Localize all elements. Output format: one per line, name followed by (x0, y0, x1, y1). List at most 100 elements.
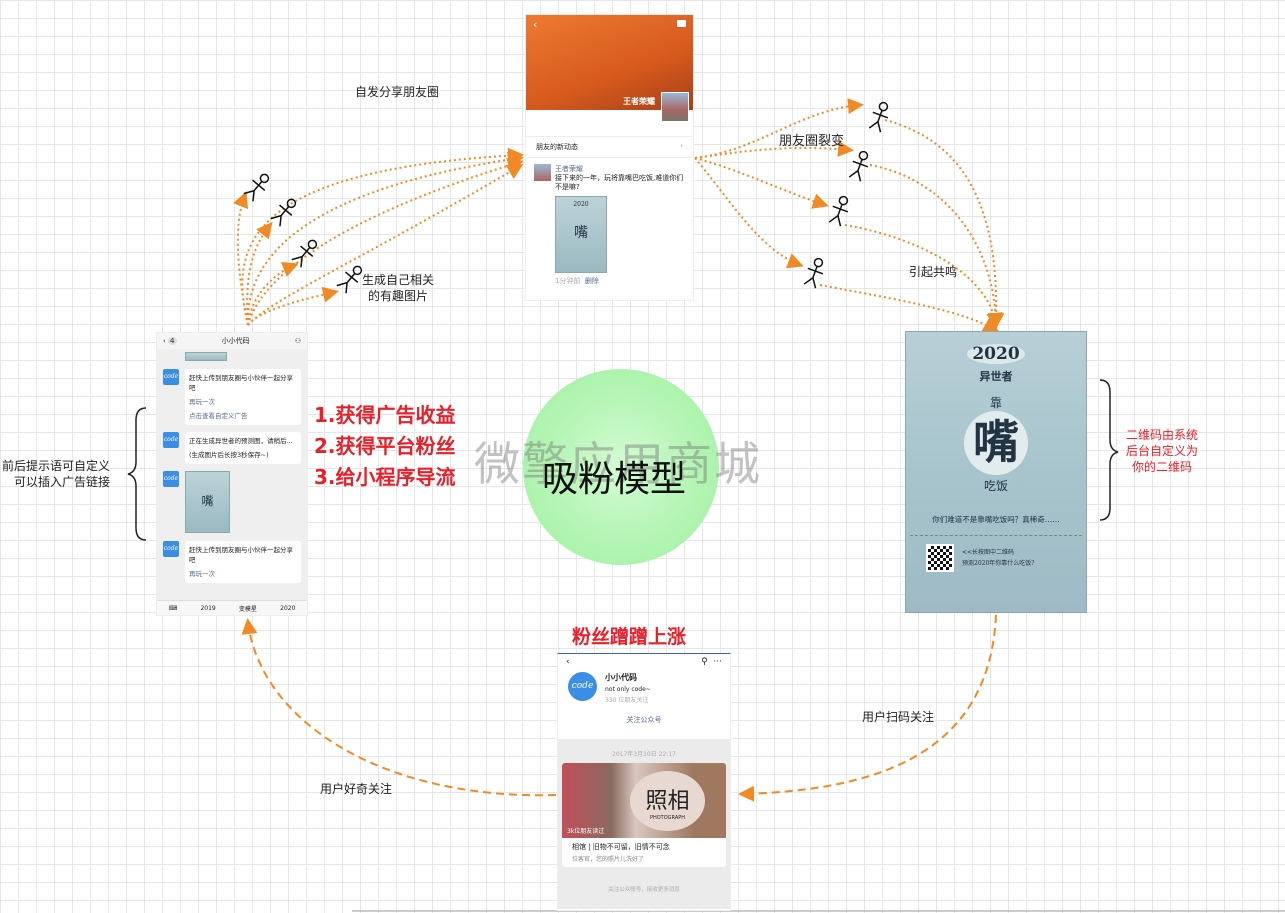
chat-message: 赶快上传到朋友圈与小伙伴一起分享吧再玩一次 (185, 541, 301, 583)
post-time: 1分钟前 (555, 277, 581, 285)
follow-button[interactable]: 关注公众号 (626, 716, 662, 724)
chat-screenshot: ‹ 4 小小代码 ⚇ code 赶快上传到朋友圈与小伙伴一起分享吧再玩一次点击查… (156, 332, 308, 616)
label-tips: 前后提示语可自定义 可以插入广告链接 (2, 459, 111, 489)
arrow-up-4 (247, 286, 339, 326)
stick-figure (828, 195, 849, 227)
arrow-fission-4 (694, 157, 804, 269)
label-growth: 粉丝蹭蹭上涨 (572, 626, 687, 648)
poster-main-char: 嘴 (964, 411, 1028, 475)
delete-link[interactable]: 删除 (584, 277, 599, 285)
profile-icon[interactable]: ⚇ (294, 337, 301, 345)
chat-image-partial (185, 352, 227, 361)
back-button[interactable]: ‹ 4 (163, 337, 177, 345)
arrow-scan (738, 614, 997, 802)
article-title: 相馆 | 旧物不可留，旧情不可念 (572, 843, 670, 851)
poster-bottom-text: 吃饭 (983, 479, 1008, 493)
back-icon[interactable]: ‹ (566, 657, 570, 667)
stick-figure (243, 173, 270, 202)
ad-link[interactable]: 点击查看自定义广告 (189, 412, 248, 420)
stick-figure (336, 265, 363, 294)
arrow-resonance-4 (819, 284, 1000, 332)
label-qrcode: 二维码由系统 后台自定义为 你的二维码 (1126, 428, 1199, 474)
watermark: 微擎应用商城 (474, 437, 762, 491)
chat-message: 正在生成异世者的预测图，请稍后... (生成图片后长按3秒保存~) (185, 432, 301, 464)
message-date: 2017年3月10日 22:17 (612, 751, 676, 758)
post-image-year: 2020 (573, 201, 589, 208)
message-text: 赶快上传到朋友圈与小伙伴一起分享吧 (189, 374, 293, 392)
stick-figure (868, 101, 889, 133)
label-scan: 用户扫码关注 (862, 710, 935, 724)
account-footer: 关注公众账号，接收更多消息 (608, 887, 680, 893)
arrow-resonance-3 (844, 224, 1003, 329)
benefit-item: 1.获得广告收益 (314, 403, 456, 427)
poster-line: 你们难道不是靠嘴吃饭吗？真稀奇…… (932, 515, 1060, 524)
qr-code (926, 544, 954, 572)
poster-subtitle: 异世者 (979, 370, 1013, 383)
menu-tab[interactable]: 变模星 (238, 605, 257, 613)
account-followers: 330 位朋友关注 (605, 697, 649, 704)
more-icon[interactable]: ··· (713, 657, 722, 667)
bot-avatar: code (163, 471, 179, 487)
arrow-fission-3 (694, 157, 829, 209)
keyboard-icon[interactable]: ⌨ (168, 604, 178, 612)
arrow-fission-1 (694, 98, 864, 159)
stick-figure (803, 257, 824, 289)
back-icon[interactable]: ‹ (533, 18, 538, 31)
camera-icon[interactable] (677, 20, 686, 27)
sign-text-en: PHOTOGRAPH (649, 815, 686, 821)
benefits-list: 1.获得广告收益 2.获得平台粉丝 3.给小程序导流 (314, 400, 456, 493)
label-fission: 朋友圈裂变 (779, 134, 845, 149)
arrow-up-1 (233, 191, 249, 326)
chat-image[interactable]: 嘴 (185, 471, 230, 533)
poster-image: 2020 异世者 靠 嘴 吃饭 你们难道不是靠嘴吃饭吗？真稀奇…… <<长按图中… (905, 331, 1087, 613)
message-text: 正在生成异世者的预测图，请稍后... (189, 437, 293, 445)
qr-text-1: <<长按图中二维码 (962, 549, 1015, 556)
message-note: (生成图片后长按3秒保存~) (189, 451, 269, 459)
poster-year: 2020 (967, 344, 1025, 364)
stick-figure (291, 239, 318, 268)
menu-tab[interactable]: 2020 (280, 604, 296, 612)
center-circle (523, 369, 719, 565)
label-generate: 生成自己相关 的有趣图片 (362, 273, 435, 303)
article-subtitle: 位客官，您的照片儿洗好了 (572, 856, 645, 863)
arrow-resonance-1 (884, 119, 1005, 329)
replay-link[interactable]: 再玩一次 (189, 570, 215, 578)
moments-screenshot: ‹ 王者荣耀 朋友的新动态› 王者荣耀 接下来的一年，玩将靠嘴巴吃饭,难道你们不… (525, 14, 694, 301)
right-brace (1099, 379, 1119, 521)
chat-title: 小小代码 (221, 337, 250, 345)
replay-link[interactable]: 再玩一次 (189, 398, 215, 406)
arrow-fission-2 (694, 141, 854, 159)
benefit-item: 3.给小程序导流 (314, 465, 456, 489)
sign-text: 照相 (645, 789, 690, 814)
label-curious: 用户好奇关注 (320, 782, 393, 796)
arrow-curious (241, 618, 557, 797)
menu-tab[interactable]: 2019 (200, 604, 216, 612)
unread-badge: 4 (168, 337, 177, 345)
bot-avatar: code (163, 432, 179, 448)
stick-figure (270, 198, 297, 227)
stick-figure (848, 150, 869, 182)
arrow-resonance-2 (869, 164, 1004, 329)
message-text: 赶快上传到朋友圈与小伙伴一起分享吧 (189, 546, 293, 564)
post-avatar (534, 164, 551, 181)
center-title: 吸粉模型 (542, 459, 687, 500)
chevron-right-icon: › (680, 142, 683, 150)
read-count: 3k位朋友读过 (567, 828, 605, 835)
friends-updates[interactable]: 朋友的新动态 (536, 143, 578, 151)
moments-cover: ‹ 王者荣耀 (526, 15, 693, 122)
arrow-share-2 (246, 151, 524, 326)
account-avatar: code (568, 672, 597, 701)
post-author[interactable]: 王者荣耀 (555, 165, 583, 173)
account-name: 小小代码 (605, 673, 637, 682)
stick-figures (243, 101, 889, 294)
account-desc: not only code~ (605, 686, 651, 693)
label-resonance: 引起共鸣 (909, 265, 958, 279)
moments-user: 王者荣耀 (623, 97, 655, 106)
search-icon[interactable]: ⚲ (701, 657, 708, 667)
arrow-up-3 (247, 262, 299, 326)
